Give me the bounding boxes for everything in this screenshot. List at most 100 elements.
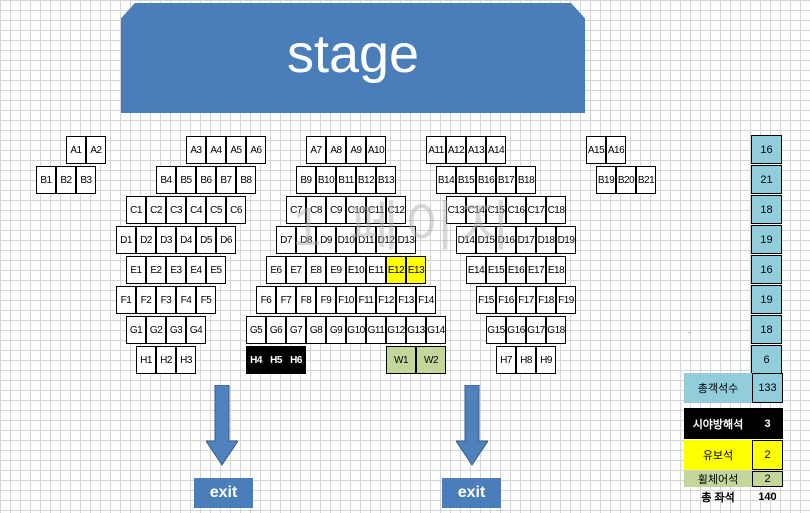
seat-b13[interactable]: B13 [376, 166, 396, 194]
seat-f11[interactable]: F11 [356, 286, 376, 314]
seat-d15[interactable]: D15 [476, 226, 496, 254]
seat-a14[interactable]: A14 [486, 136, 506, 164]
seat-d12[interactable]: D12 [376, 226, 396, 254]
seat-d13[interactable]: D13 [396, 226, 416, 254]
seat-f1[interactable]: F1 [116, 286, 136, 314]
seat-a6[interactable]: A6 [246, 136, 266, 164]
seat-h4[interactable]: H4 [246, 346, 266, 374]
seat-d3[interactable]: D3 [156, 226, 176, 254]
seat-d9[interactable]: D9 [316, 226, 336, 254]
seat-g4[interactable]: G4 [186, 316, 206, 344]
seat-e5[interactable]: E5 [206, 256, 226, 284]
seat-a10[interactable]: A10 [366, 136, 386, 164]
seat-f18[interactable]: F18 [536, 286, 556, 314]
seat-c11[interactable]: C11 [366, 196, 386, 224]
seat-a12[interactable]: A12 [446, 136, 466, 164]
seat-g2[interactable]: G2 [146, 316, 166, 344]
seat-e15[interactable]: E15 [486, 256, 506, 284]
seat-a7[interactable]: A7 [306, 136, 326, 164]
seat-a13[interactable]: A13 [466, 136, 486, 164]
seat-h8[interactable]: H8 [516, 346, 536, 374]
seat-g7[interactable]: G7 [286, 316, 306, 344]
seat-e10[interactable]: E10 [346, 256, 366, 284]
seat-e17[interactable]: E17 [526, 256, 546, 284]
seat-c7[interactable]: C7 [286, 196, 306, 224]
seat-f10[interactable]: F10 [336, 286, 356, 314]
seat-g9[interactable]: G9 [326, 316, 346, 344]
seat-g14[interactable]: G14 [426, 316, 446, 344]
seat-a8[interactable]: A8 [326, 136, 346, 164]
seat-b14[interactable]: B14 [436, 166, 456, 194]
seat-f12[interactable]: F12 [376, 286, 396, 314]
seat-c6[interactable]: C6 [226, 196, 246, 224]
seat-d14[interactable]: D14 [456, 226, 476, 254]
seat-e2[interactable]: E2 [146, 256, 166, 284]
seat-g18[interactable]: G18 [546, 316, 566, 344]
seat-c5[interactable]: C5 [206, 196, 226, 224]
seat-a3[interactable]: A3 [186, 136, 206, 164]
seat-a5[interactable]: A5 [226, 136, 246, 164]
seat-g13[interactable]: G13 [406, 316, 426, 344]
seat-c17[interactable]: C17 [526, 196, 546, 224]
seat-b15[interactable]: B15 [456, 166, 476, 194]
seat-g1[interactable]: G1 [126, 316, 146, 344]
seat-b18[interactable]: B18 [516, 166, 536, 194]
seat-b6[interactable]: B6 [196, 166, 216, 194]
seat-e18[interactable]: E18 [546, 256, 566, 284]
seat-e3[interactable]: E3 [166, 256, 186, 284]
seat-e1[interactable]: E1 [126, 256, 146, 284]
seat-d17[interactable]: D17 [516, 226, 536, 254]
seat-e8[interactable]: E8 [306, 256, 326, 284]
seat-g10[interactable]: G10 [346, 316, 366, 344]
seat-b2[interactable]: B2 [56, 166, 76, 194]
seat-g17[interactable]: G17 [526, 316, 546, 344]
seat-b10[interactable]: B10 [316, 166, 336, 194]
seat-e16[interactable]: E16 [506, 256, 526, 284]
seat-f3[interactable]: F3 [156, 286, 176, 314]
seat-f16[interactable]: F16 [496, 286, 516, 314]
seat-c12[interactable]: C12 [386, 196, 406, 224]
seat-f2[interactable]: F2 [136, 286, 156, 314]
seat-c9[interactable]: C9 [326, 196, 346, 224]
seat-w2[interactable]: W2 [416, 346, 446, 374]
seat-b20[interactable]: B20 [616, 166, 636, 194]
seat-c4[interactable]: C4 [186, 196, 206, 224]
seat-c1[interactable]: C1 [126, 196, 146, 224]
seat-g16[interactable]: G16 [506, 316, 526, 344]
seat-f17[interactable]: F17 [516, 286, 536, 314]
seat-e9[interactable]: E9 [326, 256, 346, 284]
seat-f4[interactable]: F4 [176, 286, 196, 314]
seat-b3[interactable]: B3 [76, 166, 96, 194]
seat-g6[interactable]: G6 [266, 316, 286, 344]
seat-d11[interactable]: D11 [356, 226, 376, 254]
seat-f15[interactable]: F15 [476, 286, 496, 314]
seat-c2[interactable]: C2 [146, 196, 166, 224]
seat-a2[interactable]: A2 [86, 136, 106, 164]
seat-d1[interactable]: D1 [116, 226, 136, 254]
exit-left-button[interactable]: exit [194, 478, 253, 508]
seat-e7[interactable]: E7 [286, 256, 306, 284]
seat-e4[interactable]: E4 [186, 256, 206, 284]
seat-d7[interactable]: D7 [276, 226, 296, 254]
seat-f6[interactable]: F6 [256, 286, 276, 314]
seat-a1[interactable]: A1 [66, 136, 86, 164]
seat-h5[interactable]: H5 [266, 346, 286, 374]
seat-d5[interactable]: D5 [196, 226, 216, 254]
exit-right-button[interactable]: exit [442, 478, 501, 508]
seat-c10[interactable]: C10 [346, 196, 366, 224]
seat-e13[interactable]: E13 [406, 256, 426, 284]
seat-h1[interactable]: H1 [136, 346, 156, 374]
seat-h9[interactable]: H9 [536, 346, 556, 374]
seat-c13[interactable]: C13 [446, 196, 466, 224]
seat-a11[interactable]: A11 [426, 136, 446, 164]
seat-c16[interactable]: C16 [506, 196, 526, 224]
seat-c8[interactable]: C8 [306, 196, 326, 224]
seat-f13[interactable]: F13 [396, 286, 416, 314]
seat-d16[interactable]: D16 [496, 226, 516, 254]
seat-d18[interactable]: D18 [536, 226, 556, 254]
seat-w1[interactable]: W1 [386, 346, 416, 374]
seat-g8[interactable]: G8 [306, 316, 326, 344]
seat-a15[interactable]: A15 [586, 136, 606, 164]
seat-d19[interactable]: D19 [556, 226, 576, 254]
seat-a4[interactable]: A4 [206, 136, 226, 164]
